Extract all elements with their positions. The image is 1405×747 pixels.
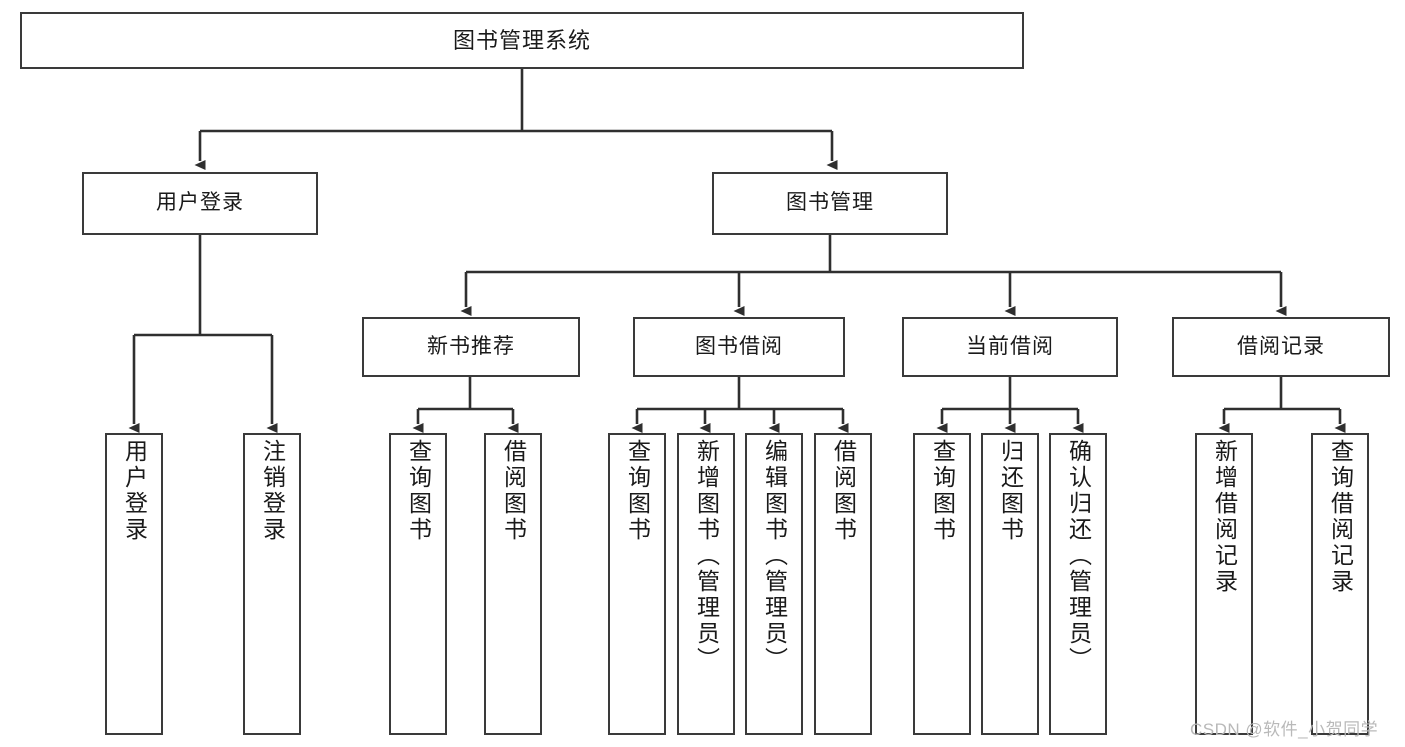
leaf-confirm-return-admin[interactable]: 确认归还（管理员）	[1049, 433, 1107, 735]
node-user-login[interactable]: 用户登录	[82, 172, 318, 235]
node-label: 当前借阅	[966, 334, 1054, 358]
leaf-add-borrow-record[interactable]: 新增借阅记录	[1195, 433, 1253, 735]
node-label: 新增图书（管理员）	[693, 439, 720, 673]
leaf-query-book-recommend[interactable]: 查询图书	[389, 433, 447, 735]
leaf-logout[interactable]: 注销登录	[243, 433, 301, 735]
node-label: 借阅图书	[830, 439, 857, 543]
node-label: 注销登录	[259, 439, 286, 543]
node-label: 查询借阅记录	[1327, 439, 1354, 595]
node-label: 查询图书	[929, 439, 956, 543]
node-label: 借阅图书	[500, 439, 527, 543]
node-label: 用户登录	[121, 439, 148, 543]
node-book-management[interactable]: 图书管理	[712, 172, 948, 235]
node-label: 图书管理系统	[452, 27, 591, 53]
leaf-edit-book-admin[interactable]: 编辑图书（管理员）	[745, 433, 803, 735]
node-current-borrow[interactable]: 当前借阅	[902, 317, 1118, 377]
leaf-user-login[interactable]: 用户登录	[105, 433, 163, 735]
leaf-query-borrow-record[interactable]: 查询借阅记录	[1311, 433, 1369, 735]
node-label: 新增借阅记录	[1211, 439, 1238, 595]
node-label: 借阅记录	[1237, 334, 1325, 358]
node-label: 查询图书	[624, 439, 651, 543]
csdn-watermark: CSDN @软件_小贺同学	[1190, 720, 1379, 739]
node-label: 图书管理	[786, 191, 874, 215]
leaf-borrow-book[interactable]: 借阅图书	[814, 433, 872, 735]
node-label: 图书借阅	[695, 334, 783, 358]
leaf-borrow-book-recommend[interactable]: 借阅图书	[484, 433, 542, 735]
node-new-book-recommend[interactable]: 新书推荐	[362, 317, 580, 377]
node-label: 确认归还（管理员）	[1065, 439, 1092, 673]
leaf-return-book[interactable]: 归还图书	[981, 433, 1039, 735]
node-label: 查询图书	[405, 439, 432, 543]
node-book-borrow[interactable]: 图书借阅	[633, 317, 845, 377]
node-label: 编辑图书（管理员）	[761, 439, 788, 673]
leaf-query-book-borrow[interactable]: 查询图书	[608, 433, 666, 735]
node-label: 归还图书	[997, 439, 1024, 543]
leaf-add-book-admin[interactable]: 新增图书（管理员）	[677, 433, 735, 735]
node-label: 新书推荐	[427, 334, 515, 358]
node-borrow-record[interactable]: 借阅记录	[1172, 317, 1390, 377]
node-root-library-system[interactable]: 图书管理系统	[20, 12, 1024, 69]
node-label: 用户登录	[156, 191, 244, 215]
leaf-query-book-current[interactable]: 查询图书	[913, 433, 971, 735]
